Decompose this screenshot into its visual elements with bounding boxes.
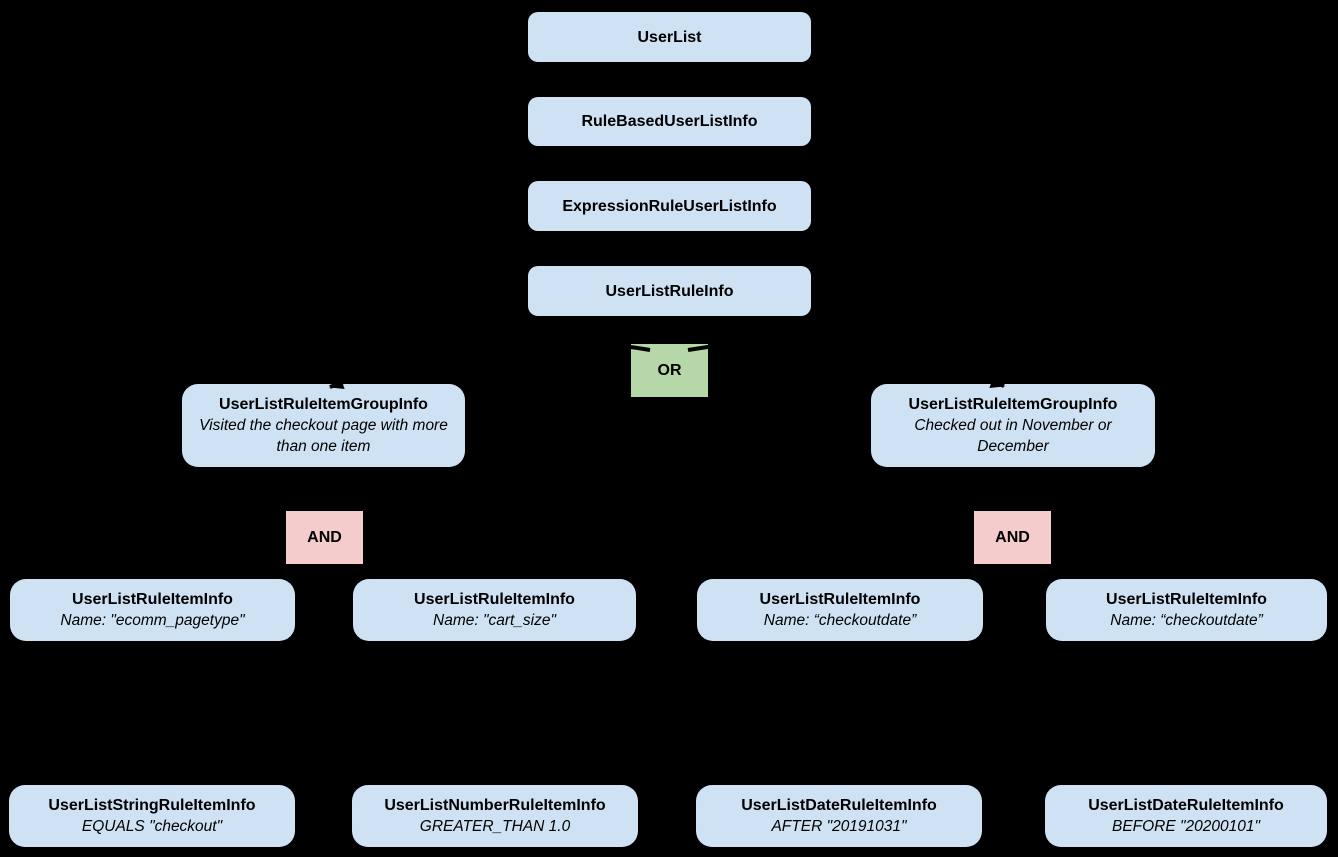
node-dateruleitem-after-note: AFTER "20191031": [771, 818, 907, 835]
node-ruleitem-note: Name: “checkoutdate”: [763, 612, 917, 629]
node-group-right-title: UserListRuleItemGroupInfo: [908, 396, 1118, 413]
and-operator-box-right: AND: [974, 511, 1051, 564]
node-ruleitem-ecomm-pagetype: UserListRuleItemInfo Name: "ecomm_pagety…: [10, 579, 295, 641]
node-stringruleitem-title: UserListStringRuleItemInfo: [48, 797, 256, 814]
node-dateruleitem-after: UserListDateRuleItemInfo AFTER "20191031…: [696, 785, 982, 847]
node-userlistruleinfo-label: UserListRuleInfo: [605, 282, 734, 300]
node-dateruleitem-before: UserListDateRuleItemInfo BEFORE "2020010…: [1045, 785, 1327, 847]
and-operator-box-left: AND: [286, 511, 363, 564]
node-userlist-label: UserList: [637, 28, 702, 46]
node-ruleitem-title: UserListRuleItemInfo: [72, 591, 233, 608]
or-to-left-group-arrow: [329, 339, 651, 390]
node-userlistruleinfo: UserListRuleInfo: [528, 266, 811, 316]
node-ruleitem-note: Name: “checkoutdate”: [1110, 612, 1263, 629]
node-ruleitem-title: UserListRuleItemInfo: [759, 591, 921, 608]
node-group-left-note: Visited the checkout page with more than…: [199, 417, 448, 455]
node-ruleitem-checkoutdate-1: UserListRuleItemInfo Name: “checkoutdate…: [697, 579, 983, 641]
node-expressionruleuserlistinfo: ExpressionRuleUserListInfo: [528, 181, 811, 231]
node-ruleitem-checkoutdate-2: UserListRuleItemInfo Name: “checkoutdate…: [1046, 579, 1327, 641]
node-userlist: UserList: [528, 12, 811, 62]
node-dateruleitem-before-title: UserListDateRuleItemInfo: [1088, 797, 1284, 814]
node-dateruleitem-after-title: UserListDateRuleItemInfo: [741, 797, 937, 814]
node-ruleitem-title: UserListRuleItemInfo: [414, 591, 575, 608]
node-rulebaseduserlistinfo: RuleBasedUserListInfo: [528, 97, 811, 146]
node-ruleitem-cart-size: UserListRuleItemInfo Name: "cart_size": [353, 579, 636, 641]
node-numberruleitem-note: GREATER_THAN 1.0: [419, 818, 571, 835]
node-ruleitem-title: UserListRuleItemInfo: [1106, 591, 1267, 608]
node-numberruleitem-title: UserListNumberRuleItemInfo: [384, 797, 606, 814]
node-dateruleitem-before-note: BEFORE "20200101": [1111, 818, 1260, 835]
node-group-right-note: Checked out in November or December: [914, 417, 1112, 455]
node-stringruleitem-note: EQUALS "checkout": [81, 818, 223, 835]
or-operator-box: OR: [631, 344, 708, 397]
node-rulebaseduserlistinfo-label: RuleBasedUserListInfo: [581, 113, 758, 130]
or-to-right-group-arrow: [687, 339, 1005, 388]
node-stringruleitem: UserListStringRuleItemInfo EQUALS "check…: [9, 785, 295, 847]
node-group-left-title: UserListRuleItemGroupInfo: [219, 396, 428, 413]
node-ruleitem-note: Name: "ecomm_pagetype": [60, 612, 245, 629]
node-ruleitem-note: Name: "cart_size": [433, 612, 556, 629]
node-numberruleitem: UserListNumberRuleItemInfo GREATER_THAN …: [352, 785, 638, 847]
node-group-right: UserListRuleItemGroupInfo Checked out in…: [871, 384, 1155, 467]
node-group-left: UserListRuleItemGroupInfo Visited the ch…: [182, 384, 465, 467]
node-expressionruleuserlistinfo-label: ExpressionRuleUserListInfo: [562, 197, 777, 215]
